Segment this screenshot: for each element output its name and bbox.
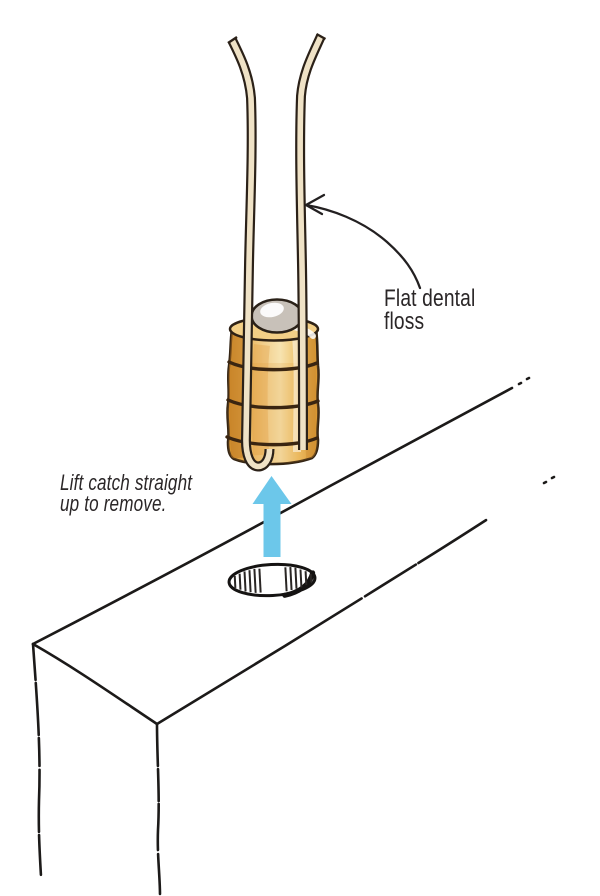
catch-groove: [225, 435, 319, 447]
floss-label-line2: floss: [384, 308, 425, 335]
board-corner-vertical-left: [31, 642, 44, 896]
board-top-back-edge: [31, 386, 514, 646]
instruction-label: Lift catch straight up to remove.: [60, 470, 193, 516]
lift-up-arrow-icon: [252, 476, 292, 557]
floss-label-line1: Flat dental: [384, 285, 476, 312]
board-top-front-edge-sketch-dots: [542, 475, 556, 485]
floss-right-tip-cut: [315, 32, 327, 41]
floss-pointer-arrow: [304, 193, 422, 290]
hole-hatching: [233, 566, 313, 593]
floss-label: Flat dental floss: [384, 285, 476, 335]
board-left-end-edge: [31, 642, 159, 726]
hole-outline: [227, 562, 317, 598]
board-corner-vertical-front: [155, 722, 162, 896]
instruction-line1: Lift catch straight: [60, 470, 193, 495]
floss-strands: [227, 32, 327, 472]
catch-groove: [227, 360, 319, 372]
board-top-back-edge-sketch-dots: [517, 376, 531, 386]
catch-hole: [227, 562, 317, 598]
pointer-arrowhead-icon: [304, 193, 326, 216]
catch-grooves: [225, 360, 320, 447]
pointer-arrow-line: [304, 203, 422, 290]
floss-right-strand: [297, 34, 324, 451]
catch-ball-highlight: [260, 302, 284, 318]
catch-groove: [226, 398, 320, 410]
instruction-line2: up to remove.: [60, 490, 167, 516]
floss-left-tip-cut: [227, 36, 238, 44]
board-top-front-edge: [155, 486, 538, 726]
floss-left-strand: [229, 38, 273, 470]
wood-board: [31, 376, 556, 896]
